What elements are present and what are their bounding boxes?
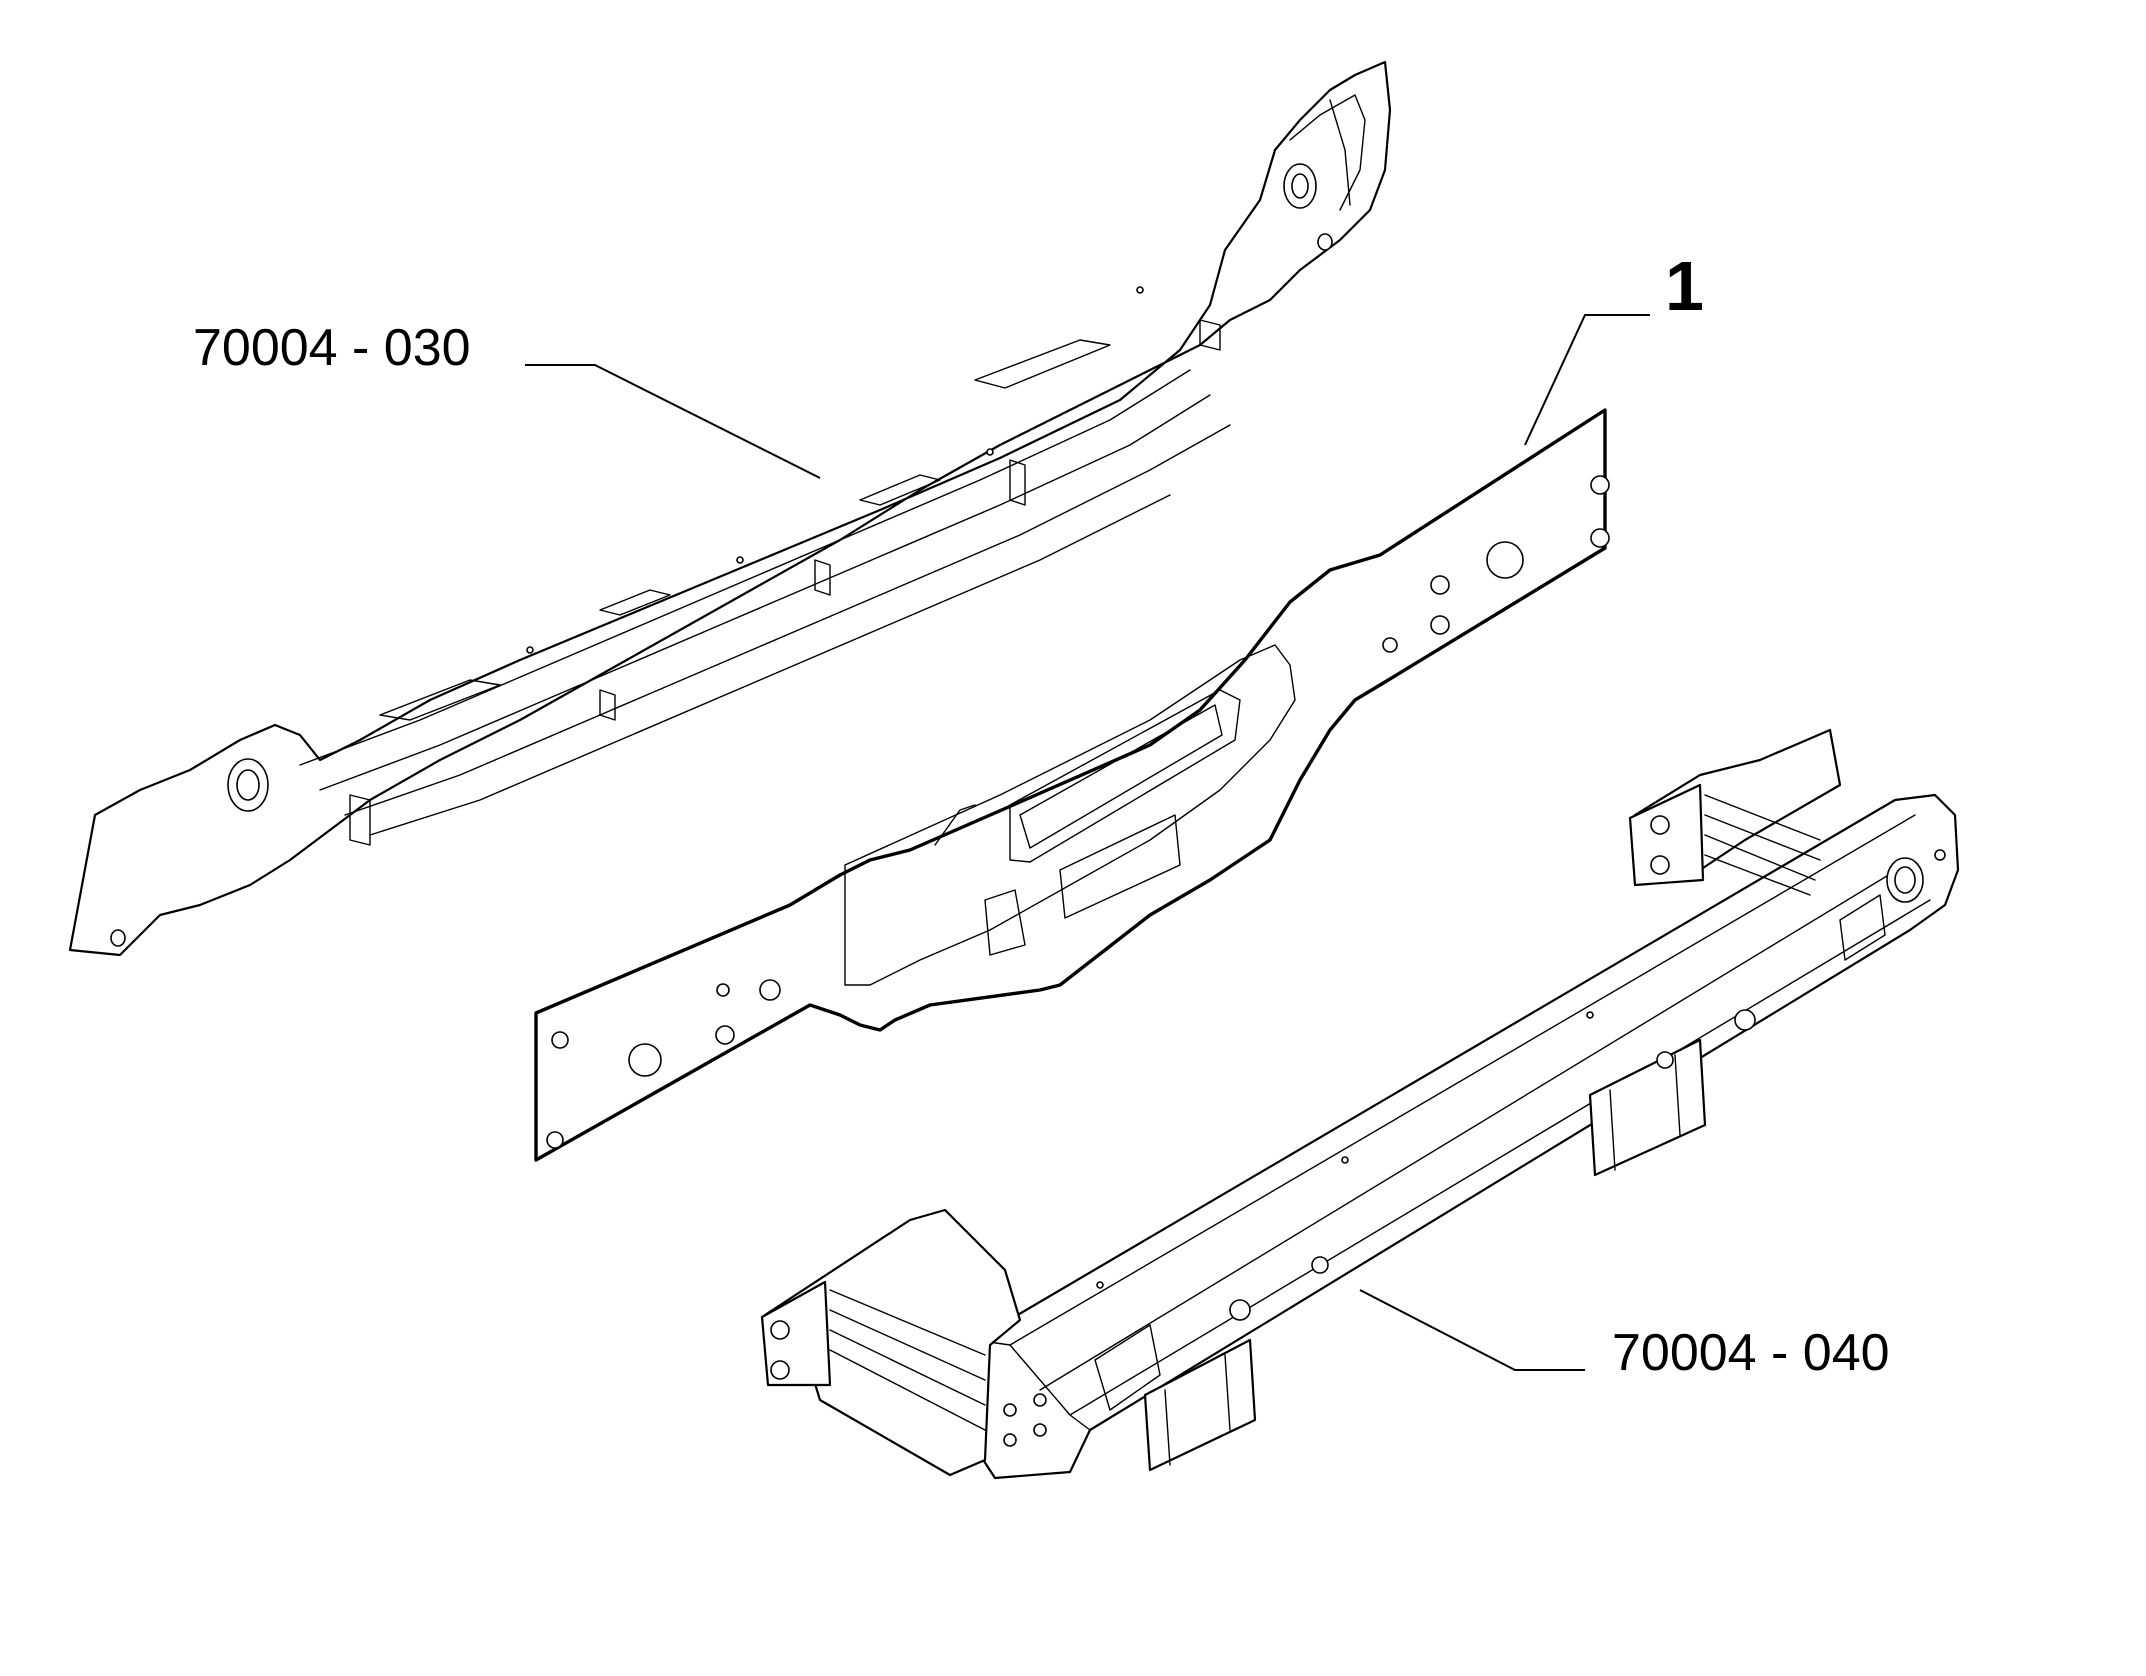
upper-part-leader xyxy=(525,364,821,479)
center-part-number: 1 xyxy=(1665,247,1704,325)
center-plate-part xyxy=(534,408,1610,1162)
lower-bumper-beam-part xyxy=(760,728,1960,1480)
lower-part-leader xyxy=(1359,1289,1585,1371)
upper-part-number: 70004 - 030 xyxy=(193,319,471,377)
upper-crossmember-part xyxy=(68,60,1392,957)
lower-part-number: 70004 - 040 xyxy=(1612,1324,1890,1382)
center-part-leader xyxy=(1524,314,1650,446)
